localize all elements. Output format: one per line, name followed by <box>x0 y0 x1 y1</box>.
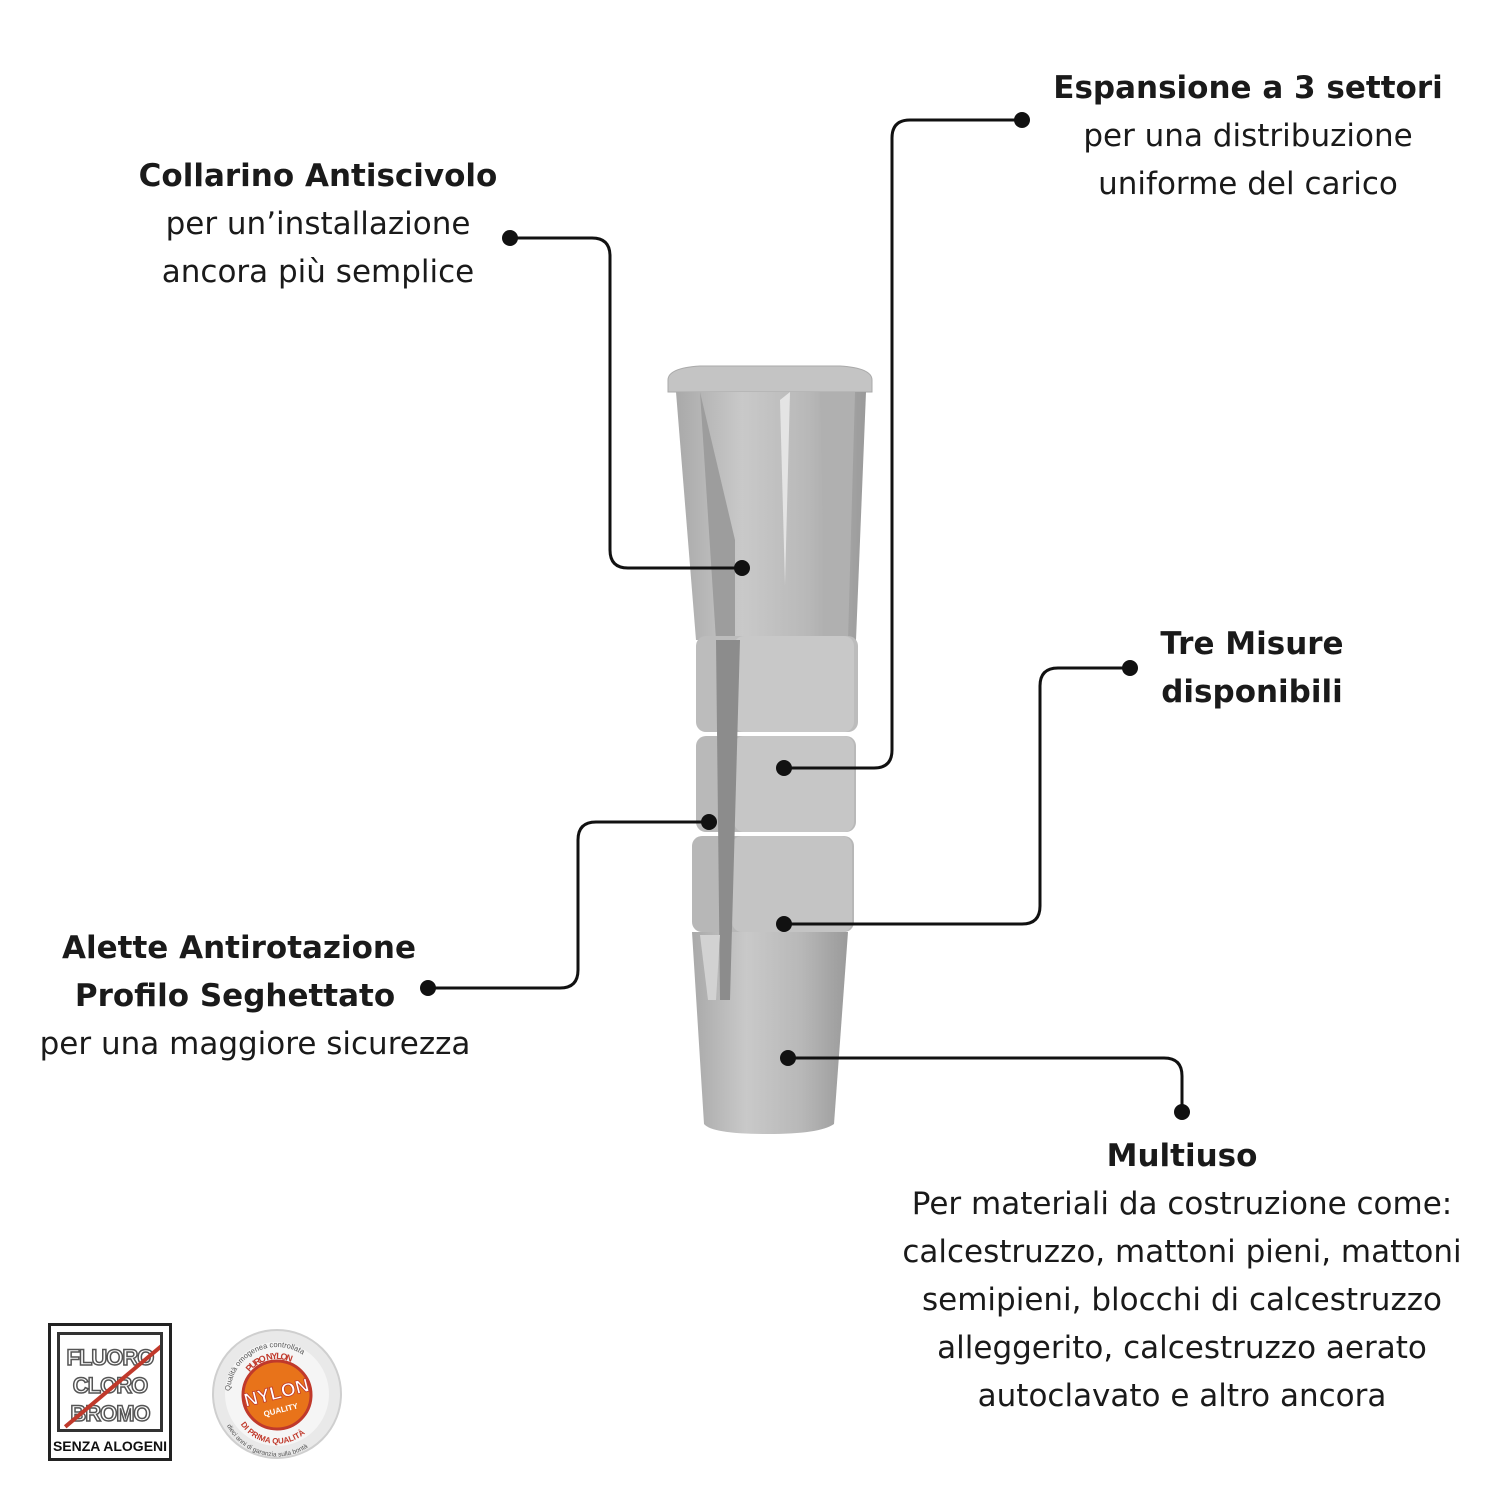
callout-expansion: Espansione a 3 settori per una distribuz… <box>1030 64 1466 208</box>
wall-plug-illustration <box>667 365 873 1134</box>
callout-sizes-title-line-2: disponibili <box>1161 674 1343 710</box>
callout-multiuse-title: Multiuso <box>1106 1138 1258 1174</box>
dot-expansion-label <box>1014 112 1030 128</box>
dot-expansion-target <box>776 760 792 776</box>
dot-sizes-label <box>1122 660 1138 676</box>
dot-wings-label <box>420 980 436 996</box>
dot-wings-target <box>701 814 717 830</box>
dot-collar-label <box>502 230 518 246</box>
callout-sizes: Tre Misure disponibili <box>1130 620 1374 716</box>
dot-multiuse-label <box>1174 1104 1190 1120</box>
nylon-quality-seal: Qualità omogenea controllata PURO NYLON … <box>212 1329 342 1459</box>
dot-collar-target <box>734 560 750 576</box>
leader-line-sizes <box>784 666 1130 926</box>
callout-collar-line-1: per un’installazione <box>165 206 471 242</box>
halogen-word-bromo: BROMO <box>70 1400 152 1427</box>
callout-sizes-title-line-1: Tre Misure <box>1160 626 1344 662</box>
callout-collar-title: Collarino Antiscivolo <box>138 158 498 194</box>
halogen-free-badge: FLUORO CLORO BROMO SENZA ALOGENI <box>48 1323 172 1461</box>
leader-dots <box>420 112 1190 1120</box>
callout-multiuse-line-5: autoclavato e altro ancora <box>977 1378 1387 1414</box>
halogen-free-badge-frame: FLUORO CLORO BROMO <box>57 1332 163 1432</box>
callout-expansion-title: Espansione a 3 settori <box>1053 70 1443 106</box>
callout-multiuse: Multiuso Per materiali da costruzione co… <box>880 1132 1484 1420</box>
callout-wings-title-line-1: Alette Antirotazione <box>62 930 416 966</box>
callout-multiuse-line-4: alleggerito, calcestruzzo aerato <box>937 1330 1427 1366</box>
callout-collar-line-2: ancora più semplice <box>161 254 475 290</box>
callout-expansion-line-1: per una distribuzione <box>1083 118 1413 154</box>
callout-wings-title-line-2: Profilo Seghettato <box>74 978 396 1014</box>
leader-lines <box>428 118 1184 1112</box>
leader-line-collar <box>510 236 740 570</box>
callout-expansion-line-2: uniforme del carico <box>1098 166 1398 202</box>
callout-wings: Alette Antirotazione Profilo Seghettato … <box>20 924 490 1068</box>
leader-line-multiuse <box>788 1056 1184 1112</box>
dot-sizes-target <box>776 916 792 932</box>
callout-multiuse-line-2: calcestruzzo, mattoni pieni, mattoni <box>902 1234 1462 1270</box>
dot-multiuse-target <box>780 1050 796 1066</box>
halogen-badge-caption: SENZA ALOGENI <box>52 1438 168 1454</box>
callout-wings-line-1: per una maggiore sicurezza <box>39 1026 471 1062</box>
callout-multiuse-line-1: Per materiali da costruzione come: <box>911 1186 1453 1222</box>
leader-line-expansion <box>784 118 1022 770</box>
callout-collar: Collarino Antiscivolo per un’installazio… <box>100 152 536 296</box>
callout-multiuse-line-3: semipieni, blocchi di calcestruzzo <box>922 1282 1442 1318</box>
leader-line-wings <box>428 820 708 990</box>
